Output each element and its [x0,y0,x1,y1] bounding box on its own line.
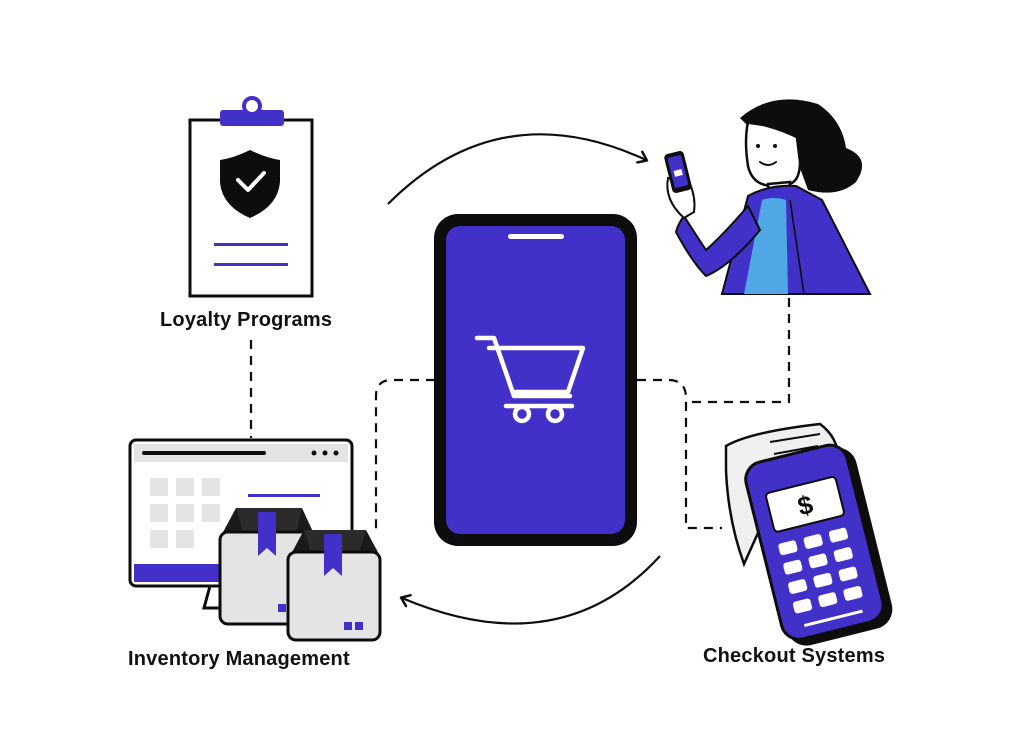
dash-phone-left [374,378,435,530]
shopping-cart-icon [474,335,586,424]
clipboard-illustration [188,96,314,298]
customer-phone-icon [664,151,692,193]
shield-check-icon [220,150,280,218]
arrow-to-customer [387,133,646,205]
connectors [249,133,791,625]
keypad [778,527,863,614]
woman-with-phone-icon [664,99,872,295]
label-checkout-systems: Checkout Systems [703,645,886,667]
arrow-to-inventory [402,555,661,625]
monitor-and-boxes-icon [128,438,382,642]
label-loyalty-programs: Loyalty Programs [160,309,333,331]
dash-customer-checkout [686,298,791,404]
payment-terminal-icon: $ [724,422,893,646]
center-phone [434,214,637,546]
label-inventory-management: Inventory Management [128,648,350,670]
box-illustration [286,530,382,642]
